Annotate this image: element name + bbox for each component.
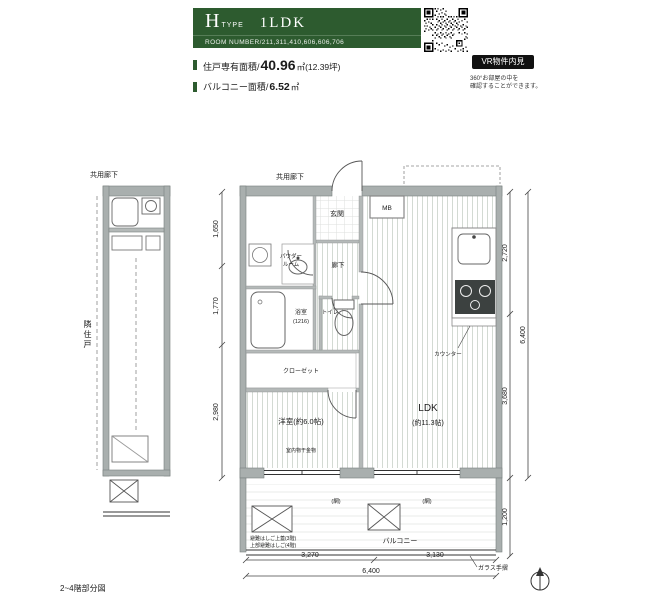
dim-right-2: 3,680 [502, 387, 509, 405]
vanity-counter [281, 243, 315, 285]
label-western-room: 洋室(約6.0帖) [278, 416, 324, 426]
kitchen-sink-icon [457, 233, 491, 265]
dim-right-balcony: 1,200 [502, 508, 509, 526]
toilet-bowl-icon [334, 310, 354, 336]
neighbor-block [102, 185, 171, 477]
sanitary-fixtures [248, 243, 355, 349]
dim-left-3: 2,980 [213, 403, 220, 421]
kitchen-fixtures [451, 227, 497, 349]
neighbor-unit-label: 隣住戸 [83, 320, 92, 350]
label-hallway: 廊下 [332, 260, 346, 269]
neighbor-railing [103, 511, 170, 517]
label-mb: MB [382, 205, 392, 212]
windows [264, 470, 460, 475]
label-common-corridor-top: 共用廊下 [276, 172, 304, 181]
unit-walls [239, 185, 503, 553]
label-glass-rail: ガラス手摺 [478, 564, 508, 572]
label-powder-1: パウダー [280, 252, 302, 260]
label-common-corridor-left: 共用廊下 [90, 170, 118, 179]
dim-right-1: 2,720 [502, 244, 509, 262]
dim-left-2: 1,770 [213, 297, 220, 315]
label-entrance: 玄関 [330, 209, 344, 218]
dim-bottom-total: 6,400 [362, 568, 380, 575]
label-mesh-2: (網) [422, 497, 431, 505]
glass-railing [246, 549, 496, 568]
qr-code-icon [424, 8, 468, 52]
green-bullet-icon [193, 60, 197, 70]
plan-type-banner: H TYPE 1LDK [193, 8, 421, 35]
plan-type: 1LDK [259, 15, 307, 31]
green-bullet-icon [193, 81, 197, 92]
dimensions [218, 188, 532, 580]
dim-bottom-2: 3,130 [426, 552, 444, 559]
label-ldk-size: (約11.3帖) [412, 418, 444, 427]
area-main-label: 住戸専有面積/ [203, 62, 260, 72]
counter-bar [451, 317, 497, 327]
area-balcony: バルコニー面積/ 6.52 ㎡ [193, 80, 299, 93]
label-powder-2: ルーム [283, 261, 300, 268]
vr-caption-line1: 360°お部屋の中を [470, 76, 519, 82]
label-bath: 浴室 [295, 308, 307, 316]
stove-icon [455, 280, 495, 314]
balcony-details [251, 503, 401, 533]
room-number: ROOM NUMBER/211,311,410,606,606,706 [193, 35, 421, 48]
dim-left-1: 1,650 [213, 220, 220, 238]
type-letter: H [205, 10, 220, 32]
label-closet: クローゼット [283, 367, 319, 375]
dimension-labels: 1,650 1,770 2,980 2,720 3,680 1,200 6,40… [213, 220, 527, 575]
label-balcony: バルコニー [383, 537, 418, 545]
label-hatch-note-2: 上部避難はしご(4階) [250, 542, 296, 549]
label-hatch-note-1: 避難はしご上蓋(3階) [250, 535, 296, 542]
area-main-unit: ㎡(12.39坪) [296, 62, 341, 72]
upper-floor-dashed-outline [403, 165, 501, 184]
area-main: 住戸専有面積/ 40.96 ㎡(12.39坪) [193, 57, 341, 73]
bathtub-icon [250, 291, 286, 349]
area-main-value: 40.96 [260, 57, 296, 73]
washbasin-icon [288, 259, 308, 275]
room-labels: 共用廊下 共用廊下 玄関 MB 廊下 トイレ 浴室 (1216) パウダー ルー… [60, 170, 508, 593]
label-floor-note: 2~4階部分図 [60, 583, 106, 593]
neighbor-fixtures [109, 197, 161, 503]
label-counter: カウンター [434, 350, 462, 358]
area-balcony-value: 6.52 [269, 81, 290, 93]
label-bath-size: (1216) [293, 319, 309, 325]
qr-code-svg [424, 8, 468, 52]
interior-walls [245, 195, 364, 469]
label-toilet: トイレ [322, 310, 339, 316]
vr-caption-line2: 確認することができます。 [470, 84, 542, 90]
dim-bottom-1: 3,270 [301, 552, 319, 559]
label-mesh-1: (網) [331, 497, 340, 505]
toilet-tank-icon [333, 299, 355, 310]
area-balcony-unit: ㎡ [290, 82, 300, 92]
meter-box [369, 195, 405, 219]
label-ldk: LDK [418, 403, 438, 414]
area-balcony-label: バルコニー面積/ [203, 82, 269, 92]
label-indoor-hanger: 室内物干金物 [286, 447, 316, 454]
type-word: TYPE [221, 22, 244, 29]
door-swings [287, 160, 394, 419]
dim-right-total: 6,400 [520, 326, 527, 344]
vr-tour-button[interactable]: VR物件内見 [472, 55, 534, 69]
north-arrow-icon [530, 567, 550, 591]
